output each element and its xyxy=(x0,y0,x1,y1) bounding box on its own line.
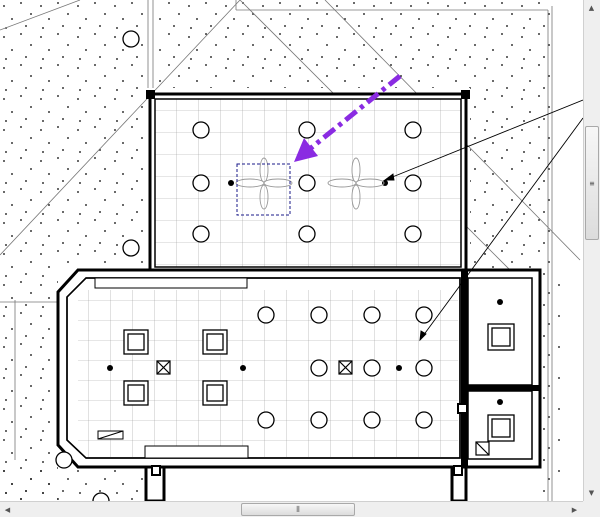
panel-symbol xyxy=(97,430,124,440)
scroll-left-button[interactable]: ◀ xyxy=(4,505,11,514)
square-fixtures xyxy=(123,323,515,442)
light-fixtures xyxy=(55,30,433,501)
ceiling-fan-symbols xyxy=(235,157,385,210)
horizontal-scrollbar[interactable]: ◀ ⦀ ▶ xyxy=(0,501,583,517)
scroll-up-button[interactable]: ▲ xyxy=(588,3,595,12)
scroll-down-button[interactable]: ▼ xyxy=(588,488,595,497)
site-lines xyxy=(0,0,581,501)
dash-dot-arrow-icon[interactable] xyxy=(294,74,402,162)
horizontal-scroll-thumb[interactable]: ⦀ xyxy=(241,503,355,516)
scroll-right-button[interactable]: ▶ xyxy=(571,505,578,514)
vertical-scroll-thumb[interactable]: ≡ xyxy=(585,126,599,240)
scrollbar-corner xyxy=(583,501,600,517)
selection-box[interactable] xyxy=(236,163,291,216)
drawing-canvas[interactable] xyxy=(0,0,583,501)
crossed-box-symbols xyxy=(156,360,490,456)
leader-lines xyxy=(383,99,583,342)
site-stipple xyxy=(0,0,560,501)
vertical-scrollbar[interactable]: ▲ ≡ ▼ xyxy=(583,0,600,501)
floor-plan xyxy=(0,0,583,501)
